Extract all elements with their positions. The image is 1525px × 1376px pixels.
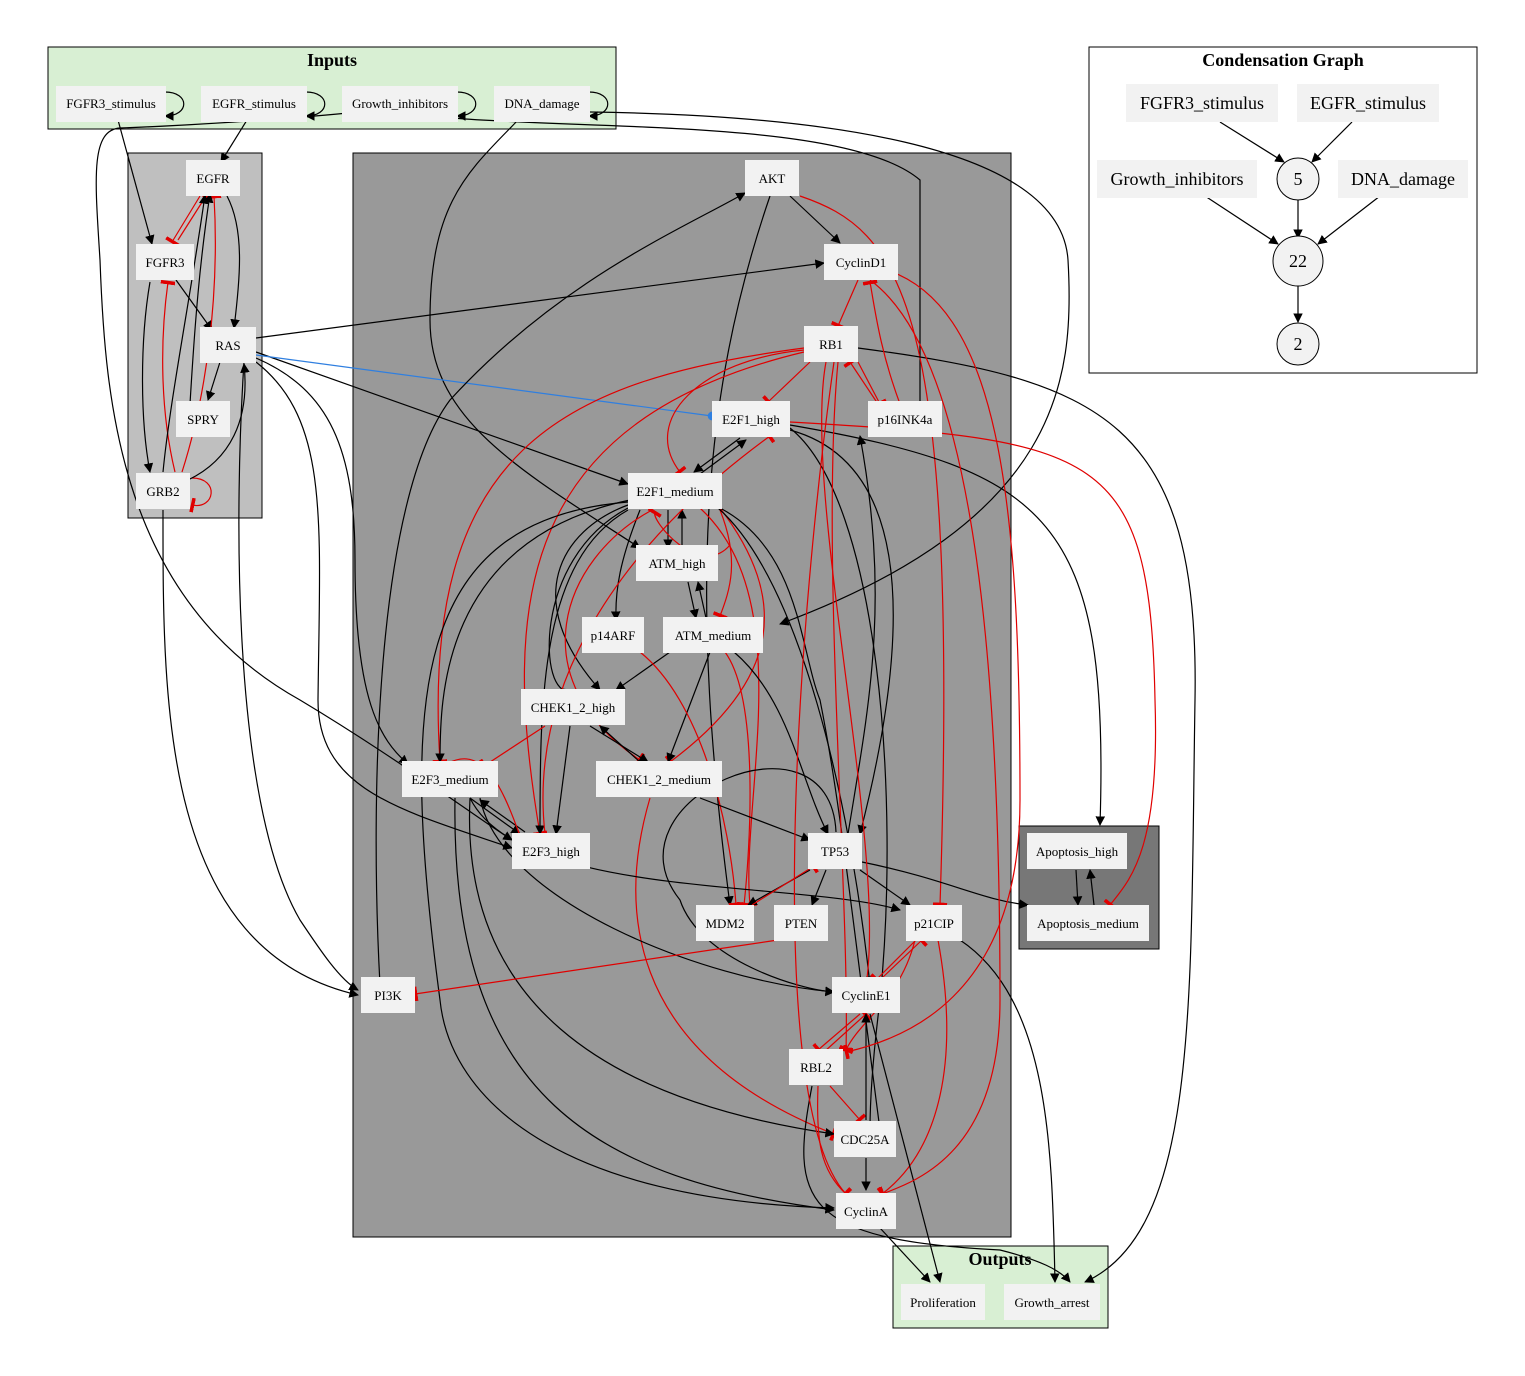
node-fgfr3-label: FGFR3 xyxy=(145,255,184,270)
node-cdc25a-label: CDC25A xyxy=(840,1132,890,1147)
cluster-inputs-title: Inputs xyxy=(307,50,357,70)
node-apoptosis-high: Apoptosis_high xyxy=(1027,833,1127,869)
node-cyclina: CyclinA xyxy=(836,1193,896,1229)
node-proliferation: Proliferation xyxy=(901,1284,985,1320)
node-chek1-2-high-label: CHEK1_2_high xyxy=(531,700,616,715)
node-grb2: GRB2 xyxy=(136,473,190,509)
nodes: FGFR3_stimulus EGFR_stimulus Growth_inhi… xyxy=(56,86,1149,1320)
node-akt-label: AKT xyxy=(759,171,786,186)
cg-node-egfr-stimulus: EGFR_stimulus xyxy=(1297,84,1439,122)
node-atm-high: ATM_high xyxy=(636,545,718,581)
node-apoptosis-medium-label: Apoptosis_medium xyxy=(1037,916,1139,931)
cg-node-22-label: 22 xyxy=(1289,251,1307,271)
node-p21cip-label: p21CIP xyxy=(914,916,954,931)
node-rb1: RB1 xyxy=(804,326,858,362)
node-cycline1: CyclinE1 xyxy=(832,977,900,1013)
node-pi3k-label: PI3K xyxy=(374,988,402,1003)
node-dna-damage-label: DNA_damage xyxy=(504,96,579,111)
node-chek1-2-medium-label: CHEK1_2_medium xyxy=(607,772,711,787)
node-growth-inhibitors: Growth_inhibitors xyxy=(342,86,458,122)
node-egfr-stimulus: EGFR_stimulus xyxy=(201,86,307,122)
cluster-core xyxy=(352,152,1012,1238)
node-fgfr3: FGFR3 xyxy=(136,244,194,280)
cg-node-fgfr3-stimulus-label: FGFR3_stimulus xyxy=(1140,93,1264,113)
node-cyclina-label: CyclinA xyxy=(844,1204,889,1219)
node-cyclind1-label: CyclinD1 xyxy=(836,255,887,270)
node-atm-high-label: ATM_high xyxy=(648,556,706,571)
condensation-graph-title: Condensation Graph xyxy=(1202,50,1364,70)
node-p16ink4a-label: p16INK4a xyxy=(878,412,933,427)
node-egfr-stimulus-label: EGFR_stimulus xyxy=(212,96,296,111)
cluster-outputs-title: Outputs xyxy=(968,1249,1031,1269)
node-chek1-2-medium: CHEK1_2_medium xyxy=(596,761,722,797)
node-atm-medium: ATM_medium xyxy=(663,617,763,653)
node-dna-damage: DNA_damage xyxy=(494,86,590,122)
node-ras-label: RAS xyxy=(215,338,240,353)
node-e2f3-high: E2F3_high xyxy=(512,833,590,869)
node-cycline1-label: CyclinE1 xyxy=(841,988,890,1003)
node-atm-medium-label: ATM_medium xyxy=(675,628,752,643)
node-pi3k: PI3K xyxy=(361,977,415,1013)
node-cyclind1: CyclinD1 xyxy=(824,244,898,280)
node-e2f1-high: E2F1_high xyxy=(712,401,790,437)
node-e2f3-medium: E2F3_medium xyxy=(402,761,498,797)
node-cdc25a: CDC25A xyxy=(834,1121,896,1157)
node-pten: PTEN xyxy=(774,905,828,941)
node-e2f1-medium-label: E2F1_medium xyxy=(636,484,713,499)
node-p14arf-label: p14ARF xyxy=(591,628,636,643)
node-ras: RAS xyxy=(200,327,256,363)
node-growth-arrest-label: Growth_arrest xyxy=(1014,1295,1089,1310)
cg-node-5: 5 xyxy=(1276,157,1320,201)
node-p16ink4a: p16INK4a xyxy=(868,401,942,437)
node-spry-label: SPRY xyxy=(187,412,219,427)
cg-node-egfr-stimulus-label: EGFR_stimulus xyxy=(1310,93,1426,113)
node-akt: AKT xyxy=(745,160,799,196)
node-pten-label: PTEN xyxy=(785,916,818,931)
cg-node-dna-damage: DNA_damage xyxy=(1338,160,1468,198)
cg-node-dna-damage-label: DNA_damage xyxy=(1351,169,1455,189)
node-tp53-label: TP53 xyxy=(821,844,849,859)
node-p14arf: p14ARF xyxy=(582,617,644,653)
node-spry: SPRY xyxy=(176,401,230,437)
node-fgfr3-stimulus: FGFR3_stimulus xyxy=(56,86,166,122)
node-rbl2-label: RBL2 xyxy=(800,1060,832,1075)
node-growth-arrest: Growth_arrest xyxy=(1004,1284,1100,1320)
node-chek1-2-high: CHEK1_2_high xyxy=(521,689,625,725)
node-e2f3-medium-label: E2F3_medium xyxy=(411,772,488,787)
cg-node-growth-inhibitors: Growth_inhibitors xyxy=(1097,160,1257,198)
node-apoptosis-high-label: Apoptosis_high xyxy=(1036,844,1119,859)
node-proliferation-label: Proliferation xyxy=(910,1295,976,1310)
node-fgfr3-stimulus-label: FGFR3_stimulus xyxy=(66,96,156,111)
cg-node-2: 2 xyxy=(1276,322,1320,366)
cg-node-5-label: 5 xyxy=(1294,169,1303,189)
node-mdm2: MDM2 xyxy=(696,905,754,941)
node-mdm2-label: MDM2 xyxy=(705,916,744,931)
condensation-nodes: FGFR3_stimulus EGFR_stimulus Growth_inhi… xyxy=(1097,84,1468,366)
node-tp53: TP53 xyxy=(808,833,862,869)
cg-node-growth-inhibitors-label: Growth_inhibitors xyxy=(1111,169,1244,189)
node-apoptosis-medium: Apoptosis_medium xyxy=(1027,905,1149,941)
cg-node-fgfr3-stimulus: FGFR3_stimulus xyxy=(1126,84,1278,122)
node-grb2-label: GRB2 xyxy=(146,484,179,499)
node-egfr-label: EGFR xyxy=(196,171,230,186)
node-e2f1-high-label: E2F1_high xyxy=(722,412,780,427)
node-growth-inhibitors-label: Growth_inhibitors xyxy=(352,96,448,111)
node-egfr: EGFR xyxy=(186,160,240,196)
cg-node-22: 22 xyxy=(1272,235,1324,287)
cg-node-2-label: 2 xyxy=(1294,334,1303,354)
node-e2f1-medium: E2F1_medium xyxy=(628,473,722,509)
node-rbl2: RBL2 xyxy=(789,1049,843,1085)
node-e2f3-high-label: E2F3_high xyxy=(522,844,580,859)
node-rb1-label: RB1 xyxy=(819,337,843,352)
node-p21cip: p21CIP xyxy=(906,905,962,941)
